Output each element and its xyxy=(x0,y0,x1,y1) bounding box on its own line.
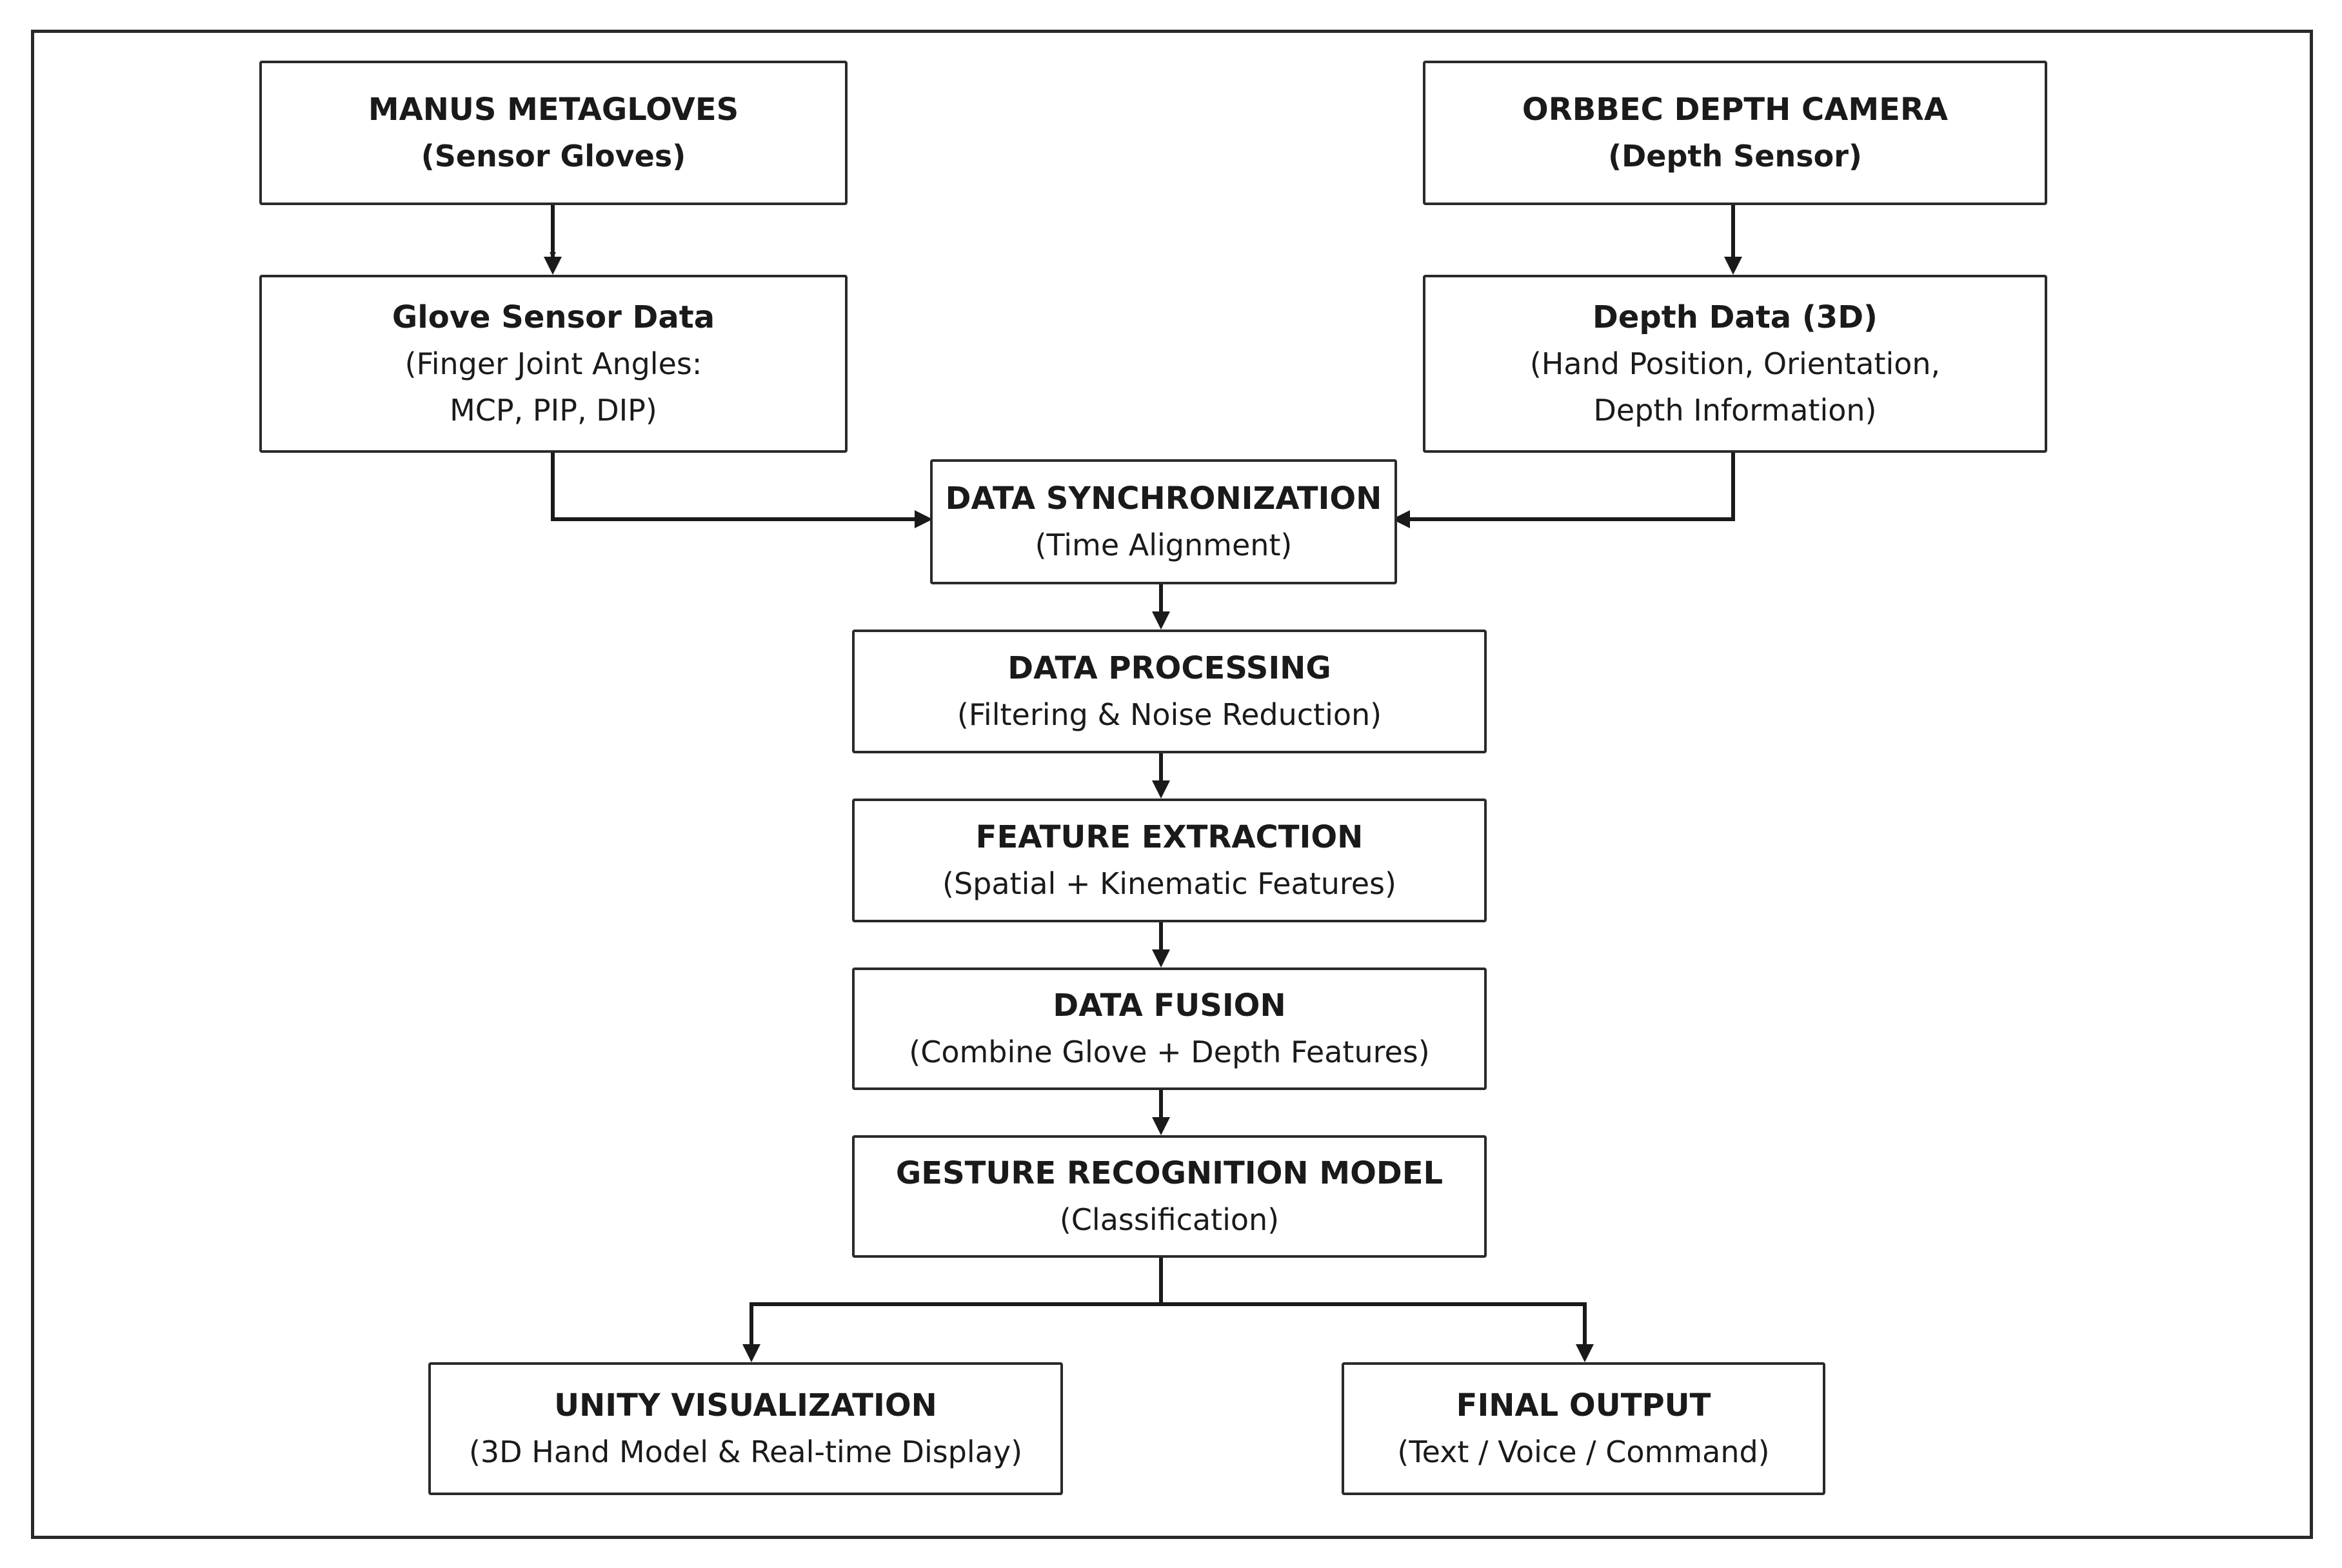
arrowhead-processing xyxy=(1152,611,1170,630)
unity-visualization-subtitle: (3D Hand Model & Real-time Display) xyxy=(468,1434,1023,1469)
arrowhead-sync-right xyxy=(1392,510,1410,528)
feature-extraction-subtitle: (Spatial + Kinematic Features) xyxy=(942,866,1396,901)
feature-extraction-box: FEATURE EXTRACTION (Spatial + Kinematic … xyxy=(852,799,1487,922)
manus-metagloves-subtitle: (Sensor Gloves) xyxy=(421,139,686,174)
depth-data-subtitle: (Hand Position, Orientation, Depth Infor… xyxy=(1529,346,1941,428)
glove-sensor-data-title: Glove Sensor Data xyxy=(392,299,715,335)
final-output-box: FINAL OUTPUT (Text / Voice / Command) xyxy=(1342,1362,1825,1495)
data-fusion-subtitle: (Combine Glove + Depth Features) xyxy=(909,1035,1430,1069)
orbbec-depth-camera-subtitle: (Depth Sensor) xyxy=(1608,139,1862,174)
arrowhead-depth-data xyxy=(1724,257,1742,275)
manus-metagloves-title: MANUS METAGLOVES xyxy=(368,92,739,128)
depth-data-box: Depth Data (3D) (Hand Position, Orientat… xyxy=(1423,275,2047,453)
feature-extraction-title: FEATURE EXTRACTION xyxy=(975,819,1364,855)
data-synchronization-subtitle: (Time Alignment) xyxy=(1035,528,1293,562)
data-synchronization-title: DATA SYNCHRONIZATION xyxy=(945,481,1382,517)
orbbec-depth-camera-box: ORBBEC DEPTH CAMERA (Depth Sensor) xyxy=(1423,61,2047,205)
arrowhead-gesture xyxy=(1152,1117,1170,1135)
arrowhead-features xyxy=(1152,780,1170,799)
glove-sensor-data-subtitle: (Finger Joint Angles: MCP, PIP, DIP) xyxy=(404,346,702,428)
arrow-gesture-split xyxy=(749,1258,1163,1345)
final-output-subtitle: (Text / Voice / Command) xyxy=(1397,1434,1770,1469)
diagram-frame xyxy=(31,30,2313,1539)
arrowhead-fusion xyxy=(1152,949,1170,968)
arrowhead-unity xyxy=(742,1344,760,1362)
unity-visualization-box: UNITY VISUALIZATION (3D Hand Model & Rea… xyxy=(428,1362,1063,1495)
arrow-gesture-to-output xyxy=(1161,1302,1587,1345)
glove-sensor-data-box: Glove Sensor Data (Finger Joint Angles: … xyxy=(259,275,848,453)
unity-visualization-title: UNITY VISUALIZATION xyxy=(554,1387,937,1424)
data-synchronization-box: DATA SYNCHRONIZATION (Time Alignment) xyxy=(930,459,1397,584)
orbbec-depth-camera-title: ORBBEC DEPTH CAMERA xyxy=(1522,92,1949,128)
data-processing-title: DATA PROCESSING xyxy=(1007,650,1331,686)
arrowhead-glove-data xyxy=(544,257,562,275)
data-fusion-title: DATA FUSION xyxy=(1053,987,1286,1024)
arrowhead-output xyxy=(1576,1344,1594,1362)
gesture-recognition-model-box: GESTURE RECOGNITION MODEL (Classificatio… xyxy=(852,1135,1487,1258)
arrow-depth-data-to-sync xyxy=(1409,453,1735,521)
arrow-glove-data-to-sync xyxy=(551,453,916,521)
arrowhead-sync-left xyxy=(915,510,933,528)
data-processing-subtitle: (Filtering & Noise Reduction) xyxy=(957,697,1382,732)
data-processing-box: DATA PROCESSING (Filtering & Noise Reduc… xyxy=(852,630,1487,753)
final-output-title: FINAL OUTPUT xyxy=(1456,1387,1711,1424)
gesture-recognition-model-subtitle: (Classification) xyxy=(1059,1202,1280,1237)
manus-metagloves-box: MANUS METAGLOVES (Sensor Gloves) xyxy=(259,61,848,205)
depth-data-title: Depth Data (3D) xyxy=(1593,299,1878,335)
data-fusion-box: DATA FUSION (Combine Glove + Depth Featu… xyxy=(852,968,1487,1090)
gesture-recognition-model-title: GESTURE RECOGNITION MODEL xyxy=(895,1155,1444,1191)
